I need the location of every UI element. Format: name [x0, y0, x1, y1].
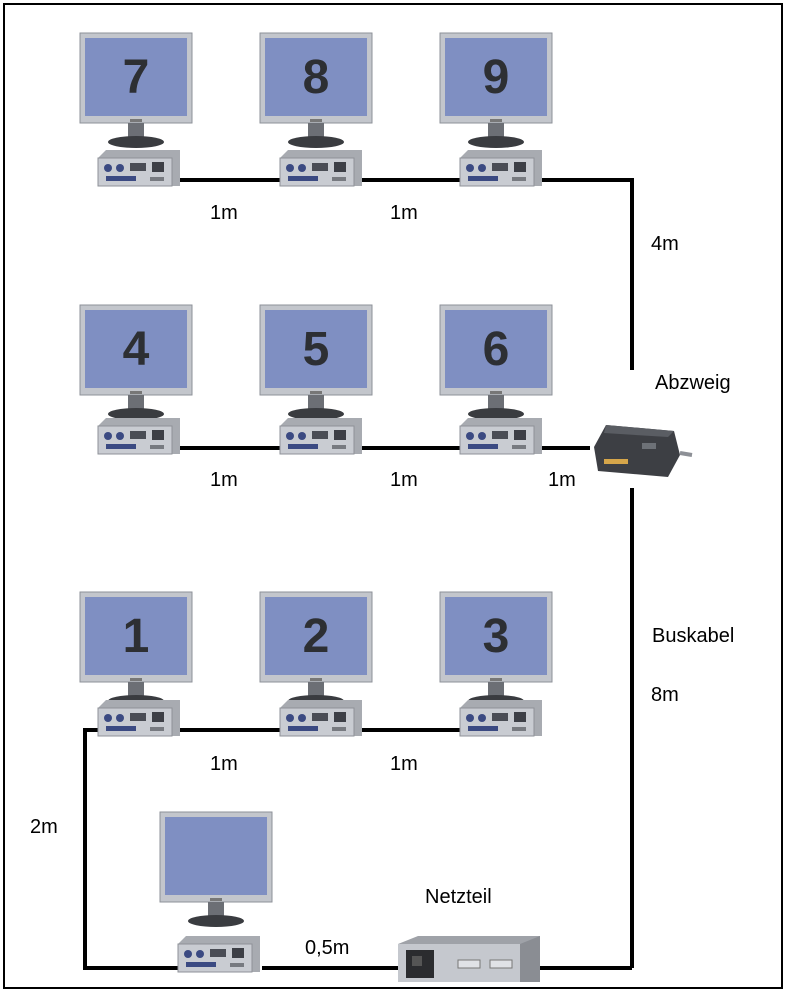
label-top-riser: 4m — [651, 233, 679, 255]
cable-left-loop — [83, 728, 180, 970]
diagram-frame — [3, 3, 783, 989]
workstation-3: 3 — [439, 591, 553, 737]
monitor-icon — [159, 811, 273, 927]
monitor-icon: 2 — [259, 591, 373, 707]
workstation-5: 5 — [259, 304, 373, 455]
branch-connector-icon — [594, 425, 693, 477]
monitor-number: 7 — [123, 51, 150, 104]
power-supply-icon — [398, 936, 540, 982]
label-power-supply: Netzteil — [425, 886, 492, 908]
kvm-box-icon — [279, 418, 362, 455]
kvm-box-icon — [97, 418, 180, 455]
label-bot-link-1: 1m — [210, 753, 238, 775]
monitor-icon: 8 — [259, 32, 373, 148]
workstation-6: 6 — [439, 304, 553, 455]
monitor-icon: 7 — [79, 32, 193, 148]
workstations: 7 8 9 4 5 6 1 2 3 — [79, 32, 553, 973]
workstation-8: 8 — [259, 32, 373, 187]
monitor-number: 9 — [483, 51, 510, 104]
monitor-number: 2 — [303, 610, 330, 663]
monitor-icon: 9 — [439, 32, 553, 148]
kvm-box-icon — [97, 150, 180, 187]
workstation-9: 9 — [439, 32, 553, 187]
label-bot-link-2: 1m — [390, 753, 418, 775]
monitor-number: 6 — [483, 323, 510, 376]
label-top-link-2: 1m — [390, 202, 418, 224]
label-mid-link-2: 1m — [390, 469, 418, 491]
workstation-unnumbered — [159, 811, 273, 973]
monitor-number: 8 — [303, 51, 330, 104]
label-mid-link-1: 1m — [210, 469, 238, 491]
monitor-icon: 5 — [259, 304, 373, 420]
kvm-box-icon — [459, 418, 542, 455]
monitor-icon: 4 — [79, 304, 193, 420]
monitor-icon: 1 — [79, 591, 193, 707]
kvm-box-icon — [177, 936, 260, 973]
label-mid-link-3: 1m — [548, 469, 576, 491]
workstation-2: 2 — [259, 591, 373, 737]
monitor-icon: 3 — [439, 591, 553, 707]
workstation-1: 1 — [79, 591, 193, 737]
label-bus-length: 8m — [651, 684, 679, 706]
monitor-number: 1 — [123, 610, 150, 663]
kvm-box-icon — [279, 700, 362, 737]
label-branch: Abzweig — [655, 372, 731, 394]
label-top-link-1: 1m — [210, 202, 238, 224]
label-left-riser: 2m — [30, 816, 58, 838]
workstation-7: 7 — [79, 32, 193, 187]
monitor-number: 5 — [303, 323, 330, 376]
kvm-box-icon — [459, 700, 542, 737]
kvm-box-icon — [279, 150, 362, 187]
label-bus-cable: Buskabel — [652, 625, 735, 647]
kvm-box-icon — [97, 700, 180, 737]
monitor-number: 3 — [483, 610, 510, 663]
label-psu-link: 0,5m — [305, 937, 350, 959]
monitor-number: 4 — [123, 323, 150, 376]
monitor-icon: 6 — [439, 304, 553, 420]
kvm-box-icon — [459, 150, 542, 187]
workstation-4: 4 — [79, 304, 193, 455]
